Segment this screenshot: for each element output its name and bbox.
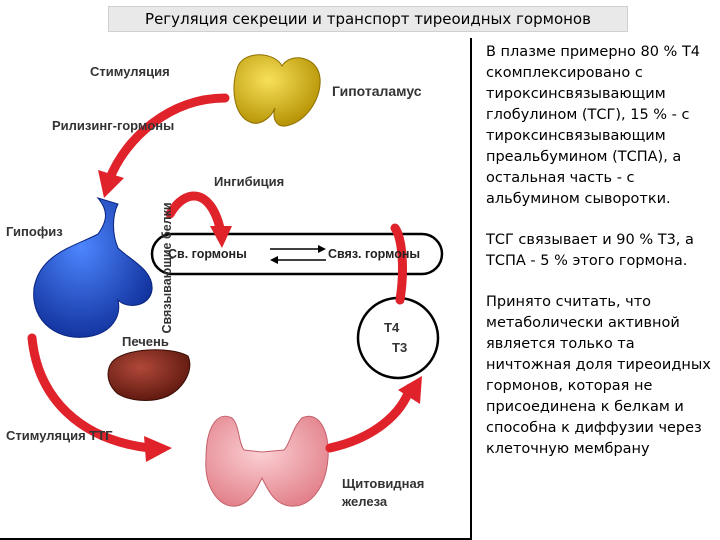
thyroid-shape bbox=[205, 415, 329, 507]
diagram-panel: Стимуляция Рилизинг-гормоны Гипоталамус … bbox=[0, 38, 472, 540]
paragraph-1: В плазме примерно 80 % Т4 скомплексирова… bbox=[486, 44, 701, 207]
hormone-pool-frame bbox=[150, 232, 444, 276]
paragraph-3: Принято считать, что метаболически актив… bbox=[486, 294, 711, 457]
page-title: Регуляция секреции и транспорт тиреоидны… bbox=[145, 10, 591, 28]
label-t4: Т4 bbox=[384, 320, 400, 335]
title-bar: Регуляция секреции и транспорт тиреоидны… bbox=[108, 6, 628, 32]
hypothalamus-shape bbox=[233, 54, 321, 127]
label-releasing-hormones: Рилизинг-гормоны bbox=[52, 118, 175, 133]
label-thyroid-2: железа bbox=[342, 494, 388, 509]
label-inhibition: Ингибиция bbox=[214, 174, 285, 189]
label-pituitary: Гипофиз bbox=[6, 224, 63, 239]
paragraph-2: ТСГ связывает и 90 % Т3, а ТСПА - 5 % эт… bbox=[486, 232, 694, 269]
label-t3: Т3 bbox=[392, 340, 408, 355]
label-hypothalamus: Гипоталамус bbox=[332, 83, 422, 99]
t4-t3-circle bbox=[356, 296, 440, 380]
label-stimulation: Стимуляция bbox=[90, 64, 170, 79]
label-bound-hormones: Связ. гормоны bbox=[328, 247, 421, 261]
explanation-text: В плазме примерно 80 % Т4 скомплексирова… bbox=[486, 42, 716, 480]
label-free-hormones: Св. гормоны bbox=[168, 247, 247, 261]
diagram-canvas bbox=[27, 54, 444, 507]
label-tsh-stimulation: Стимуляция ТТГ bbox=[6, 428, 113, 443]
label-thyroid-1: Щитовидная bbox=[342, 476, 425, 491]
liver-shape bbox=[107, 349, 191, 401]
label-binding-proteins: Связывающие белки bbox=[160, 202, 174, 334]
pituitary-shape bbox=[33, 197, 153, 338]
label-liver: Печень bbox=[122, 334, 169, 349]
